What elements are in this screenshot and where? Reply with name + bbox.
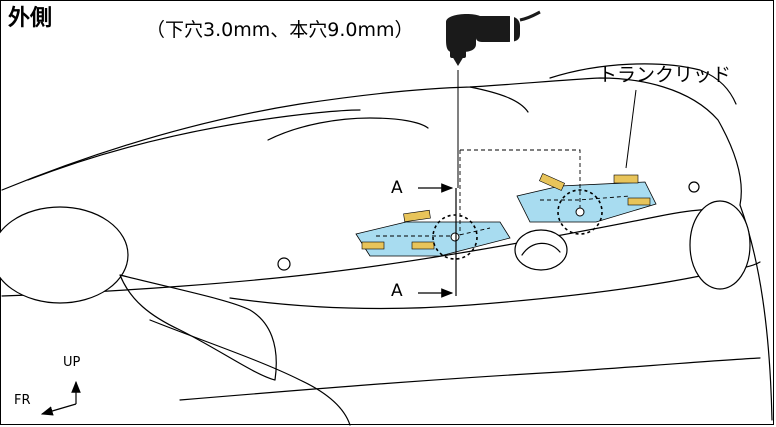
left-lamp-housing — [119, 274, 277, 381]
trunk-lid-shadow-line — [469, 86, 529, 113]
hole-marker-right — [557, 189, 603, 235]
trunk-spoiler-line — [27, 109, 361, 181]
direction-up-label: UP — [63, 355, 81, 370]
tape-tab — [613, 174, 639, 184]
roofline — [549, 63, 737, 105]
emblem-wing — [521, 242, 561, 256]
masking-tape-right — [516, 173, 657, 223]
trunk-lid-label: トランクリッド — [598, 64, 732, 86]
tape-tab — [539, 173, 565, 191]
trunk-lid-outline — [1, 77, 742, 206]
right-tail-lamp — [689, 200, 751, 290]
clip-hole-left — [277, 257, 291, 271]
drill-size-note: （下穴3.0mm、本穴9.0mm） — [146, 19, 414, 41]
tape-reference-line — [540, 195, 631, 201]
left-side-panel-line — [149, 319, 351, 426]
tape-tab — [403, 209, 431, 223]
tape-tab — [361, 241, 385, 250]
hole-marker-left — [432, 214, 478, 260]
emblem — [514, 229, 568, 271]
view-label: 外側 — [8, 6, 53, 31]
left-tail-lamp — [0, 206, 129, 304]
direction-fr-label: FR — [14, 393, 31, 408]
trunk-lid-leader — [625, 89, 637, 169]
tape-tab — [627, 197, 651, 206]
rear-window-edge — [267, 117, 429, 141]
fr-arrow — [40, 403, 77, 416]
clip-hole-right — [688, 181, 700, 193]
direction-arrows — [40, 380, 81, 416]
lower-body-line — [179, 357, 761, 401]
lower-bumper-edge — [229, 261, 761, 310]
upper-bumper-edge — [1, 208, 736, 297]
section-label-a-upper: A — [391, 178, 403, 198]
tape-tab — [411, 241, 435, 250]
section-label-a-lower: A — [391, 281, 403, 301]
electric-drill-icon — [446, 10, 541, 66]
drill-position-guide — [460, 149, 581, 210]
